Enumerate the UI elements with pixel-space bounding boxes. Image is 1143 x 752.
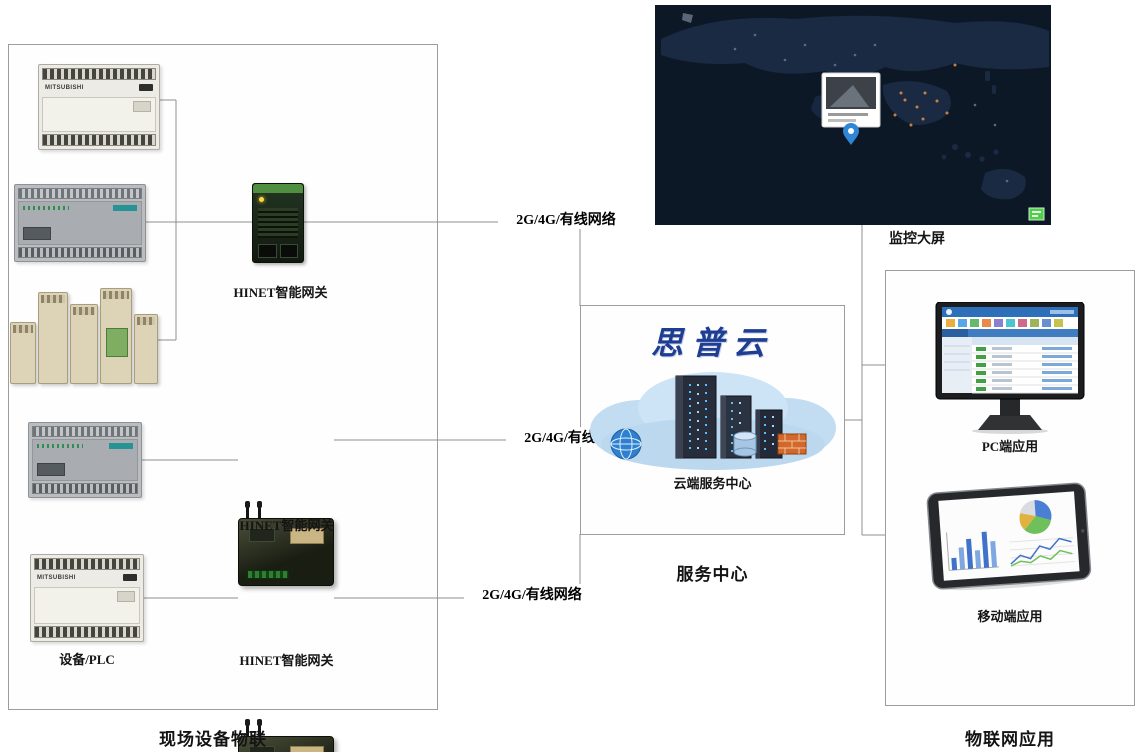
plc-display (23, 227, 51, 240)
siemens-logo-mark (109, 443, 133, 449)
gateway-body (238, 736, 334, 752)
gateway-body (238, 518, 334, 586)
hinet-gateway-2 (238, 501, 334, 586)
mitsubishi-brand-text: MITSUBISHI (37, 574, 76, 581)
status-leds (23, 206, 69, 210)
terminal-strip (32, 426, 138, 437)
tablet-bar-chart (946, 531, 1000, 571)
gateway-terminal (247, 570, 289, 579)
gateway-label-3: HINET智能网关 (239, 653, 334, 668)
hinet-gateway-3 (238, 719, 334, 752)
hinet-gateway-1 (252, 183, 304, 263)
siemens-plc-1 (14, 184, 146, 262)
globe-icon (610, 428, 642, 460)
antenna-icon (245, 719, 250, 738)
plc-port (123, 574, 137, 581)
plc-port (139, 84, 153, 91)
cloud-servers-illustration (590, 372, 836, 470)
terminal-strip (32, 483, 138, 494)
antenna-icon (257, 719, 262, 738)
map-popup-card (821, 72, 881, 128)
monitoring-map-screen (655, 5, 1051, 225)
gateway-display (249, 746, 275, 752)
mitsubishi-plc-2: MITSUBISHI (30, 554, 144, 642)
mobile-app-caption: 移动端应用 (977, 609, 1043, 624)
gateway-led (259, 197, 264, 202)
database-icon (733, 431, 757, 457)
pc-monitor-illustration (935, 302, 1085, 434)
gateway-heatsink (258, 208, 298, 238)
plc-module (38, 292, 68, 384)
siemens-plc-2 (28, 422, 142, 498)
map-widget-icon (1028, 207, 1045, 221)
terminal-strip (34, 626, 140, 638)
tablet-illustration (926, 482, 1092, 591)
field-panel-caption: 现场设备物联 (159, 730, 267, 749)
gateway-nameplate (290, 528, 324, 544)
pc-app-caption: PC端应用 (981, 439, 1039, 454)
terminal-strip (18, 188, 142, 199)
tablet-pie-chart (1019, 500, 1052, 534)
tablet-line-chart (1009, 537, 1075, 567)
iot-apps-caption: 物联网应用 (965, 730, 1055, 749)
gateway-label-2: HINET智能网关 (239, 518, 334, 533)
plc-front-panel (34, 587, 140, 624)
status-leds (37, 444, 83, 448)
terminal-strip (42, 68, 156, 80)
terminal-strip (18, 247, 142, 258)
gateway-top-cap (253, 184, 303, 193)
plc-module-cluster (10, 288, 160, 384)
antenna-icon (245, 501, 250, 520)
plc-caption: 设备/PLC (59, 652, 115, 667)
plc-module-display (100, 288, 132, 384)
plc-front-panel (42, 97, 156, 132)
monitor-caption: 监控大屏 (889, 232, 945, 247)
plc-module (70, 304, 98, 384)
link-label-1: 2G/4G/有线网络 (498, 209, 634, 229)
mitsubishi-brand-text: MITSUBISHI (45, 84, 84, 91)
link-label-3: 2G/4G/有线网络 (464, 584, 600, 604)
gateway-display (249, 528, 275, 542)
antenna-icon (257, 501, 262, 520)
gateway-label-1: HINET智能网关 (233, 285, 328, 300)
brand-title: 思普云 (650, 325, 774, 361)
plc-display (37, 463, 65, 476)
mitsubishi-plc-1: MITSUBISHI (38, 64, 160, 150)
terminal-strip (34, 558, 140, 570)
gateway-ports (258, 244, 298, 258)
server-towers (675, 375, 783, 459)
cloud-caption: 云端服务中心 (673, 476, 752, 491)
plc-module (134, 314, 158, 384)
firewall-icon (777, 433, 807, 455)
service-center-caption: 服务中心 (676, 565, 749, 584)
gateway-nameplate (290, 746, 324, 752)
siemens-logo-mark (113, 205, 137, 211)
terminal-strip (42, 134, 156, 146)
plc-module (10, 322, 36, 384)
dashboard-icon-row (946, 319, 1063, 327)
